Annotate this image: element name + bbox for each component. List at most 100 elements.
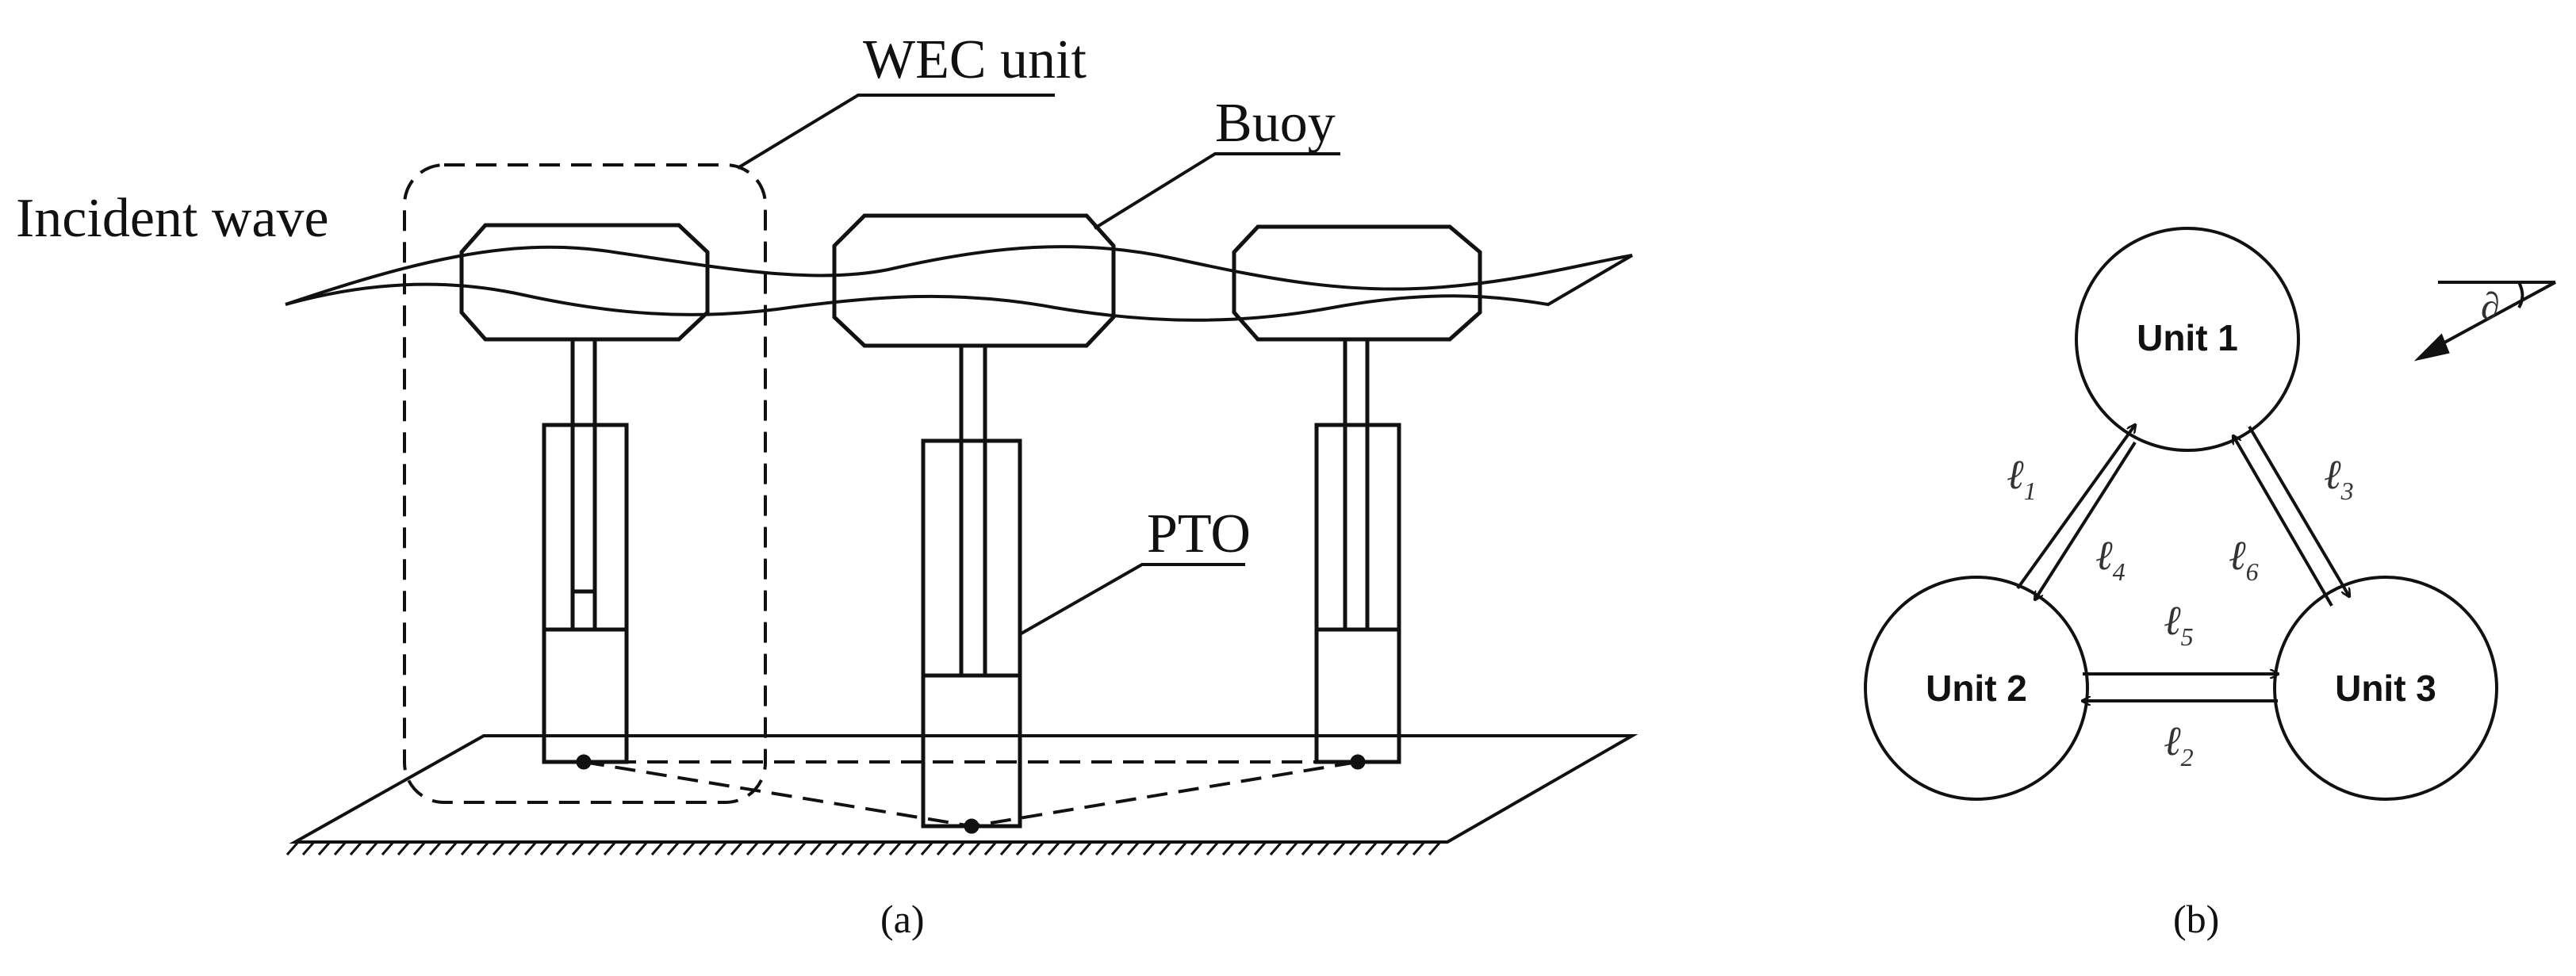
hatch-tick	[1126, 841, 1140, 855]
hatch-tick	[920, 841, 934, 855]
link-label-l6: ℓ6	[2229, 534, 2259, 586]
angle-symbol: ∂	[2481, 285, 2500, 327]
hatch-tick	[1047, 841, 1061, 855]
hatch-tick	[1380, 841, 1394, 855]
hatch-tick	[1206, 841, 1220, 855]
link-labels: ℓ1 ℓ4 ℓ3 ℓ6 ℓ5 ℓ2	[2007, 453, 2354, 771]
wave-front	[285, 245, 1633, 306]
hatch-tick	[983, 841, 998, 855]
hatch-tick	[381, 841, 395, 855]
hatch-tick	[1317, 841, 1331, 855]
hatch-tick	[460, 841, 474, 855]
hatch-tick	[777, 841, 792, 855]
panel-b	[1864, 227, 2556, 801]
hatch-tick	[1348, 841, 1363, 855]
hatch-tick	[508, 841, 522, 855]
hatch-tick	[603, 841, 617, 855]
hatch-tick	[825, 841, 839, 855]
hatch-tick	[1190, 841, 1204, 855]
hatch-tick	[1158, 841, 1172, 855]
buoy-2	[832, 213, 1116, 348]
unit-2-node	[1864, 576, 2089, 801]
hatch-tick	[492, 841, 506, 855]
link-l4-arrow	[2035, 441, 2137, 599]
hatch-tick	[286, 841, 300, 855]
hatch-tick	[1332, 841, 1347, 855]
hatch-tick	[872, 841, 887, 855]
wave-direction-indicator	[2413, 281, 2556, 362]
unit-1-node	[2075, 227, 2300, 452]
anchor-point-3	[1350, 754, 1366, 770]
hatch-tick	[1015, 841, 1029, 855]
hatch-tick	[714, 841, 728, 855]
pto-label: PTO	[1147, 503, 1251, 565]
hatch-tick	[1174, 841, 1188, 855]
hatch-tick	[999, 841, 1014, 855]
unit-3-node	[2273, 576, 2498, 801]
panel-a	[285, 94, 1639, 855]
wec-unit-box	[403, 163, 767, 804]
hatch-tick	[301, 841, 316, 855]
hatch-tick	[698, 841, 712, 855]
hatch-tick	[730, 841, 744, 855]
anchor-point-2	[964, 818, 979, 834]
buoy-3	[1232, 224, 1482, 342]
hatch-tick	[1253, 841, 1267, 855]
link-label-l3: ℓ3	[2324, 453, 2354, 505]
hatch-tick	[365, 841, 379, 855]
hatch-tick	[634, 841, 649, 855]
hatch-tick	[1396, 841, 1410, 855]
caption-b: (b)	[2173, 897, 2219, 941]
hatch-tick	[1301, 841, 1315, 855]
hatch-tick	[666, 841, 680, 855]
hatch-tick	[539, 841, 554, 855]
hatch-tick	[682, 841, 696, 855]
pto-unit-2	[921, 346, 1022, 829]
hatch-tick	[349, 841, 363, 855]
wave-back	[285, 254, 1634, 322]
hatch-tick	[397, 841, 411, 855]
link-label-l1: ℓ1	[2007, 453, 2037, 505]
hatch-tick	[761, 841, 776, 855]
hatch-tick	[952, 841, 966, 855]
hatch-tick	[1221, 841, 1236, 855]
unit-1-label: Unit 1	[2137, 317, 2238, 358]
hatch-tick	[317, 841, 332, 855]
hatch-tick	[1364, 841, 1378, 855]
hatch-tick	[1063, 841, 1077, 855]
seabed-hatching	[286, 841, 1442, 855]
leader-pto	[1019, 563, 1245, 636]
hatch-tick	[1412, 841, 1426, 855]
hatch-tick	[587, 841, 601, 855]
hatch-tick	[1237, 841, 1252, 855]
hatch-tick	[1142, 841, 1156, 855]
hatch-tick	[1285, 841, 1299, 855]
hatch-tick	[476, 841, 490, 855]
hatch-tick	[1079, 841, 1093, 855]
hatch-tick	[1031, 841, 1045, 855]
hatch-tick	[523, 841, 538, 855]
hatch-tick	[793, 841, 807, 855]
hatch-tick	[968, 841, 982, 855]
leader-buoy	[1093, 152, 1340, 230]
link-label-l4: ℓ4	[2095, 534, 2126, 586]
hatch-tick	[888, 841, 903, 855]
link-label-l2: ℓ2	[2164, 719, 2194, 771]
hatch-tick	[333, 841, 347, 855]
pto-unit-3	[1314, 339, 1401, 764]
hatch-tick	[1110, 841, 1125, 855]
anchor-point-1	[576, 754, 592, 770]
pto-unit-1	[542, 339, 629, 764]
hatch-tick	[809, 841, 823, 855]
hatch-tick	[1428, 841, 1442, 855]
incident-wave-label: Incident wave	[16, 188, 329, 249]
caption-a: (a)	[880, 897, 925, 941]
buoy-1	[459, 223, 710, 342]
hatch-tick	[1094, 841, 1109, 855]
hatch-tick	[1269, 841, 1283, 855]
leader-wec-unit	[736, 94, 1055, 170]
hatch-tick	[857, 841, 871, 855]
wec-unit-label: WEC unit	[863, 29, 1087, 90]
seabed-plane	[289, 734, 1639, 844]
